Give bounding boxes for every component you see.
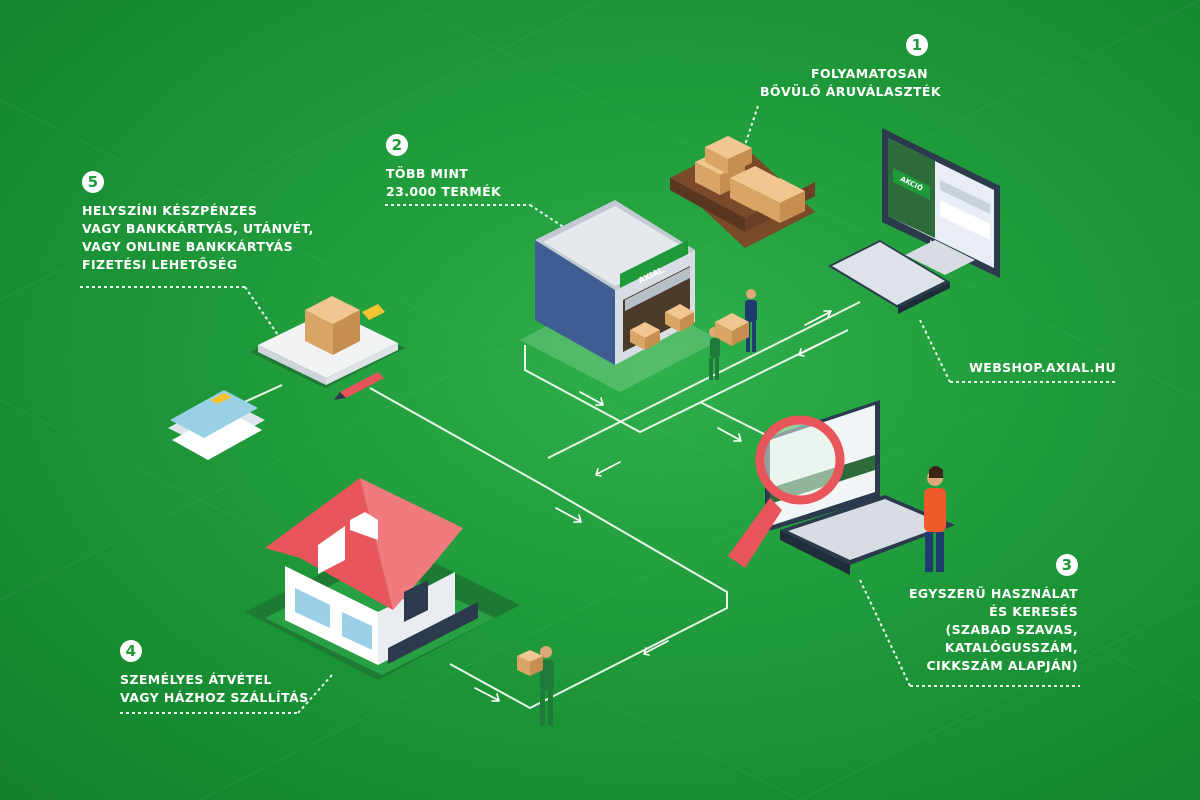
callout-text-line: HELYSZÍNI KÉSZPÉNZES	[82, 203, 258, 218]
leader-5	[244, 286, 279, 336]
box-icon	[665, 304, 694, 332]
payment-document-illustration	[250, 296, 405, 388]
callout-text-line: 23.000 TERMÉK	[386, 184, 502, 199]
worker-illustration	[709, 289, 757, 380]
leader-3	[859, 579, 911, 687]
callout-text-line: CIKKSZÁM ALAPJÁN)	[926, 658, 1078, 673]
box-icon	[630, 322, 660, 350]
callout-text-line: (SZABAD SZAVAS,	[945, 622, 1078, 637]
pen-icon	[334, 372, 384, 400]
box-icon	[517, 650, 543, 676]
callout-text-line: SZEMÉLYES ÁTVÉTEL	[120, 672, 272, 687]
callout-text-line: FIZETÉSI LEHETŐSÉG	[82, 257, 238, 272]
callout-step-4: 4 SZEMÉLYES ÁTVÉTEL VAGY HÁZHOZ SZÁLLÍTÁ…	[120, 640, 320, 707]
credit-card-icon	[168, 390, 265, 460]
callout-step-3: 3 EGYSZERŰ HASZNÁLAT ÉS KERESÉS (SZABAD …	[900, 554, 1078, 675]
callout-text-line: VAGY HÁZHOZ SZÁLLÍTÁS	[120, 690, 309, 705]
callout-step-5: 5 HELYSZÍNI KÉSZPÉNZES VAGY BANKKÁRTYÁS,…	[82, 171, 314, 274]
path-payment-to-house	[369, 387, 728, 710]
flow-arrows	[474, 310, 832, 702]
callout-text-line: TÖBB MINT	[386, 166, 469, 181]
magnifier-icon	[728, 415, 845, 568]
leader-4	[297, 674, 333, 714]
pallet-boxes-illustration	[670, 136, 815, 248]
desktop-computer-illustration: AKCIÓ	[828, 128, 1000, 314]
box-icon	[755, 178, 805, 223]
box-icon	[705, 136, 752, 174]
callout-text-line: KATALÓGUSSZÁM,	[944, 640, 1078, 655]
arrow-icon	[717, 427, 742, 442]
arrow-icon	[798, 341, 825, 357]
webshop-url: WEBSHOP.AXIAL.HU	[969, 360, 1116, 375]
arrow-icon	[595, 461, 621, 477]
arrow-icon	[804, 310, 832, 326]
arrow-icon	[555, 507, 582, 523]
step-number-badge: 3	[1056, 554, 1078, 576]
callout-text-line: EGYSZERŰ HASZNÁLAT	[908, 586, 1078, 601]
callout-text-line: FOLYAMATOSAN	[811, 66, 928, 81]
callout-text-line: ÉS KERESÉS	[989, 604, 1078, 619]
box-icon	[715, 313, 749, 346]
house-illustration	[245, 478, 520, 680]
leader-2	[529, 204, 566, 229]
arrow-icon	[579, 391, 604, 406]
callout-webshop: WEBSHOP.AXIAL.HU	[960, 359, 1116, 377]
path-screen-to-house	[547, 301, 861, 459]
step-number-badge: 2	[386, 134, 408, 156]
arrow-icon	[643, 640, 669, 656]
woman-illustration	[924, 466, 946, 572]
callout-step-2: 2 TÖBB MINT 23.000 TERMÉK	[386, 134, 546, 201]
callout-text-line: BŐVÜLŐ ÁRUVÁLASZTÉK	[760, 84, 941, 99]
delivery-man-illustration	[517, 646, 554, 726]
warehouse-illustration: AXIAL	[520, 200, 720, 392]
callout-text-line: VAGY BANKKÁRTYÁS, UTÁNVÉT,	[82, 221, 314, 236]
arrow-icon	[474, 687, 500, 702]
path-warehouse-to-laptop	[524, 329, 849, 434]
leader-webshop	[919, 319, 951, 383]
box-icon	[305, 296, 360, 355]
step-number-badge: 5	[82, 171, 104, 193]
step-number-badge: 4	[120, 640, 142, 662]
callout-text-line: VAGY ONLINE BANKKÁRTYÁS	[82, 239, 293, 254]
callout-step-1: 1 FOLYAMATOSAN BŐVÜLŐ ÁRUVÁLASZTÉK	[760, 34, 941, 101]
step-number-badge: 1	[906, 34, 928, 56]
